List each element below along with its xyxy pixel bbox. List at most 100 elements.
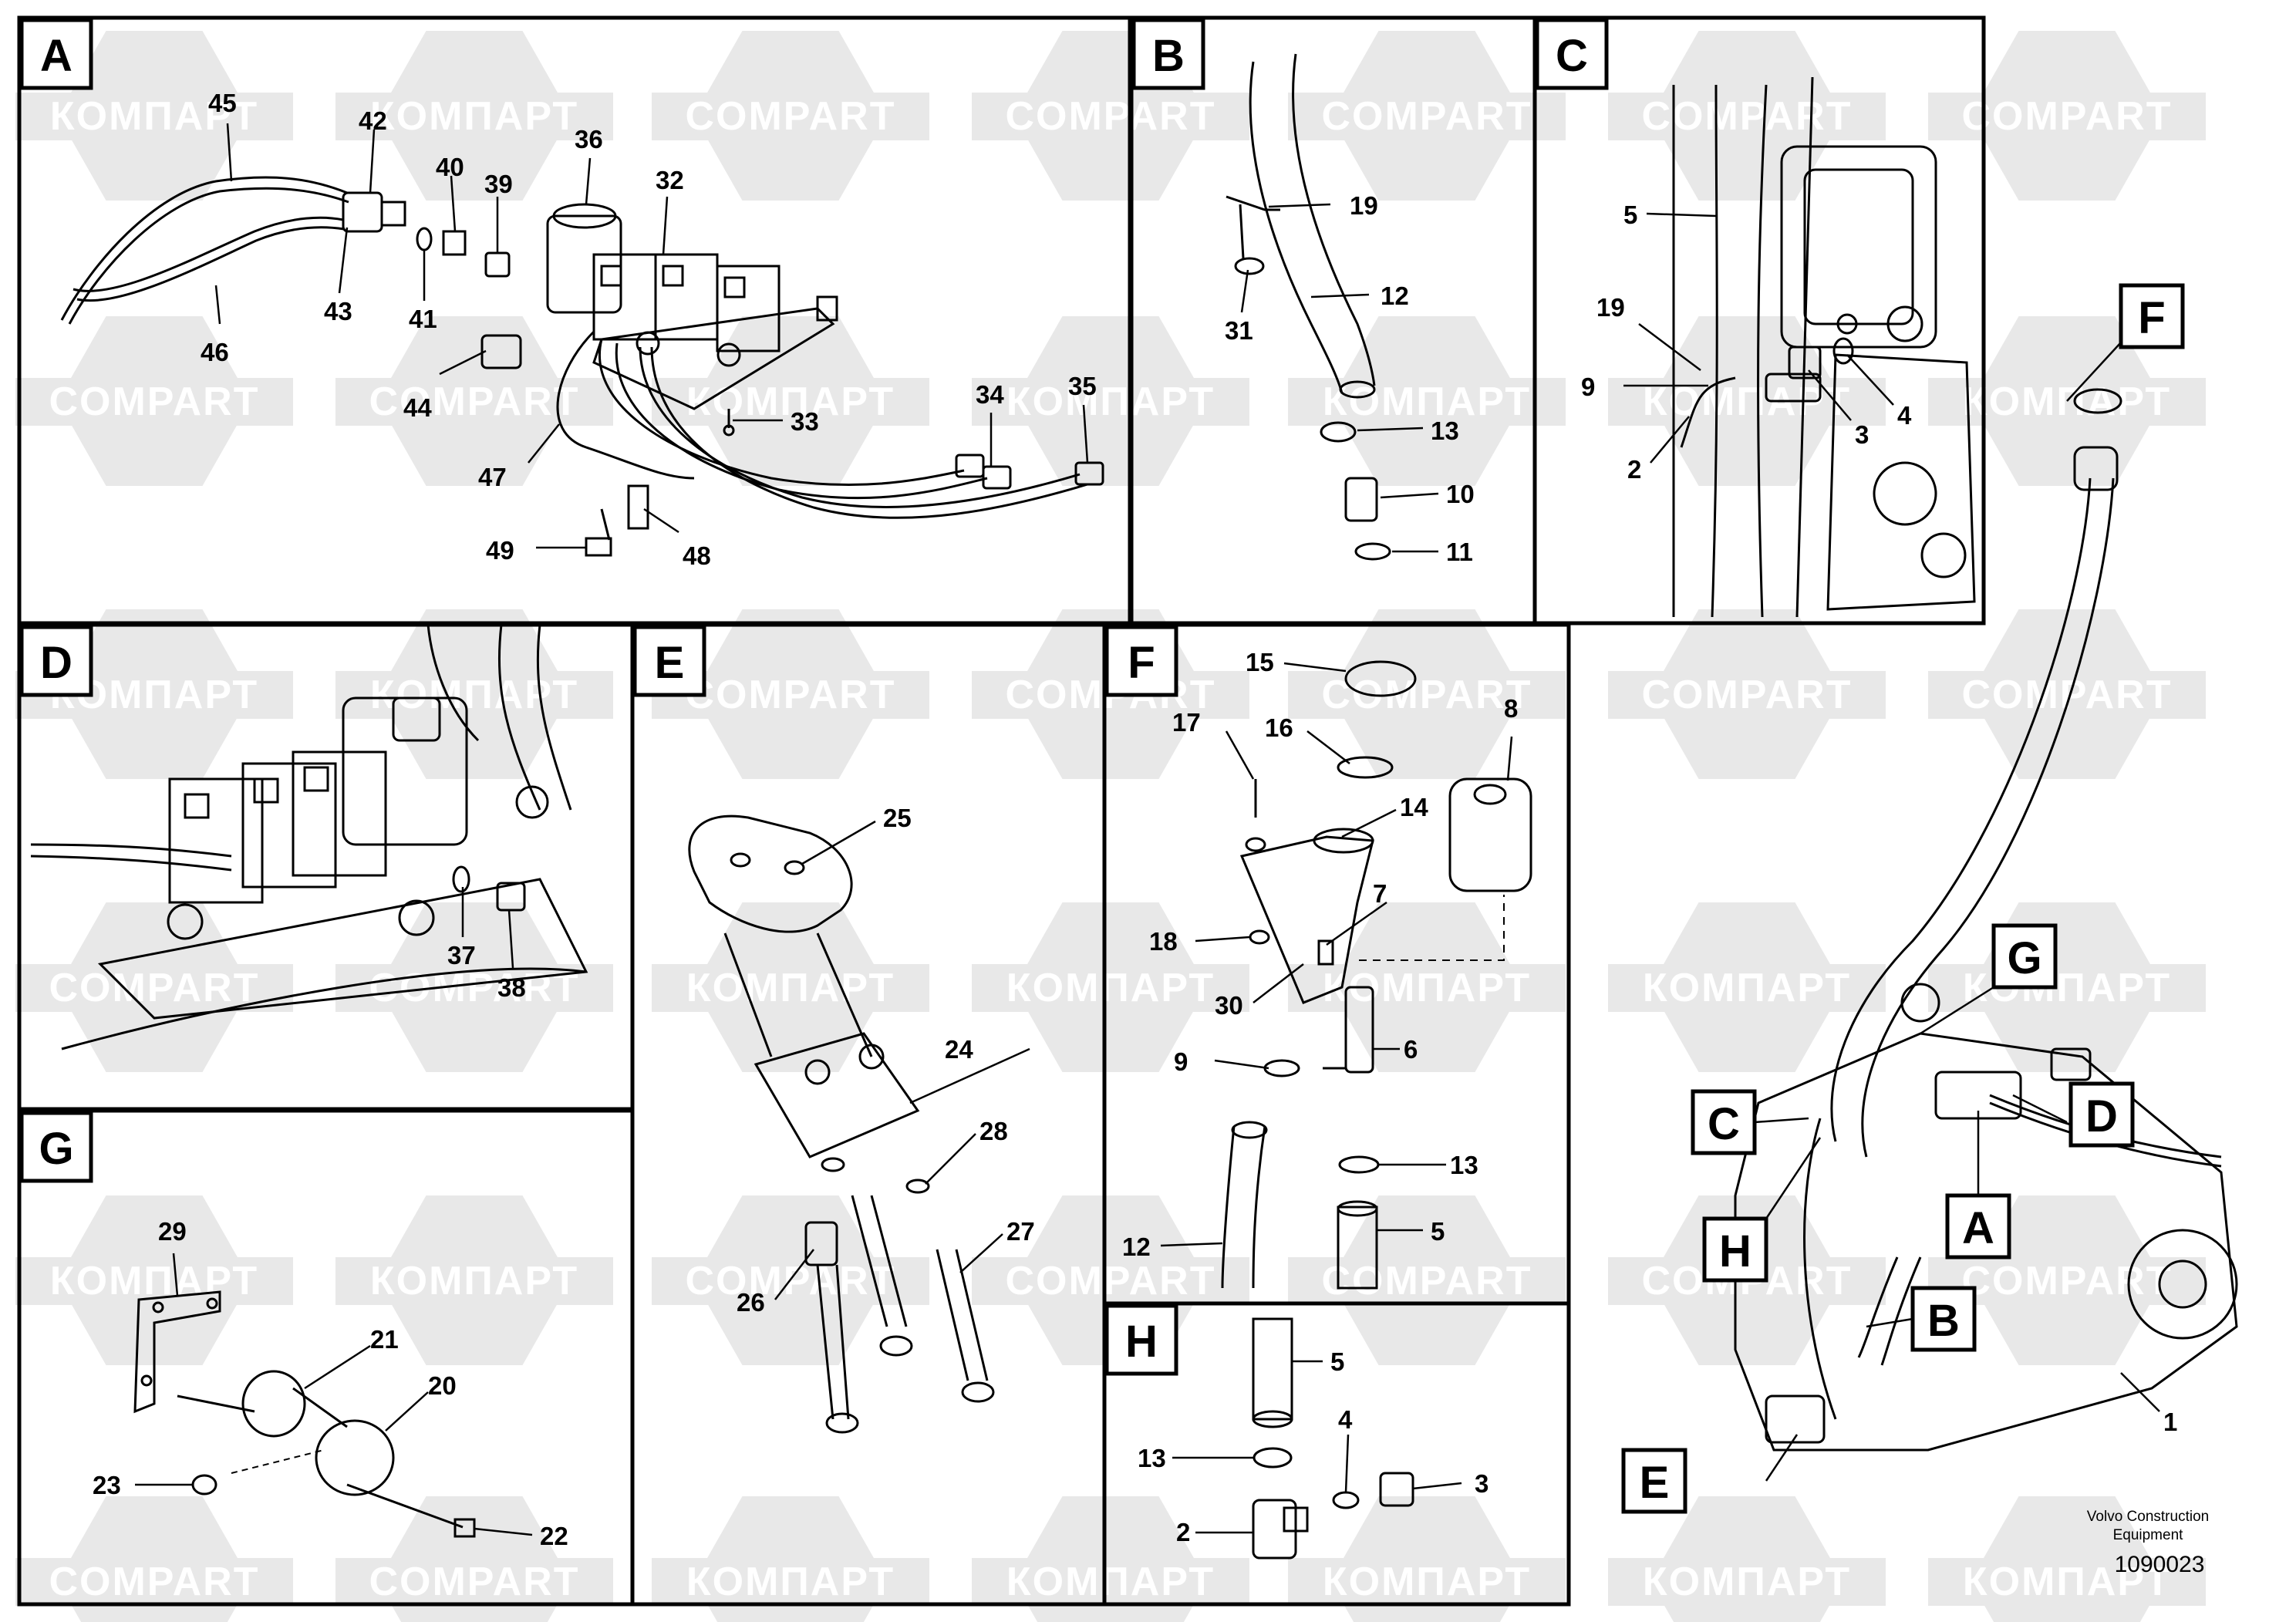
watermark-tile: КОМПАРТ bbox=[1288, 1496, 1566, 1622]
callout-21: 21 bbox=[370, 1325, 399, 1354]
credit-block: Volvo Construction Equipment 1090023 bbox=[2087, 1509, 2209, 1577]
watermark-tile: COMPART bbox=[1288, 609, 1566, 779]
callout-46: 46 bbox=[201, 338, 229, 366]
svg-text:H: H bbox=[1125, 1317, 1158, 1367]
callout-3: 3 bbox=[1475, 1469, 1489, 1498]
callout-13: 13 bbox=[1431, 416, 1459, 445]
watermark-tile: COMPART bbox=[335, 316, 613, 486]
watermark-tile: КОМПАРТ bbox=[1608, 902, 1886, 1072]
watermark-tile: КОМПАРТ bbox=[652, 1496, 929, 1622]
overview-label-g: G bbox=[1991, 923, 2058, 990]
callout-36: 36 bbox=[575, 125, 603, 153]
credit-line-1: Volvo Construction bbox=[2087, 1509, 2209, 1525]
callout-19: 19 bbox=[1350, 191, 1378, 220]
watermark-text: COMPART bbox=[1321, 94, 1532, 139]
watermark-text: COMPART bbox=[1321, 1259, 1532, 1303]
leader-lines bbox=[135, 123, 2160, 1536]
callout-25: 25 bbox=[883, 804, 912, 832]
watermark-text: COMPART bbox=[369, 966, 579, 1010]
callout-42: 42 bbox=[359, 106, 387, 135]
callout-30: 30 bbox=[1215, 991, 1243, 1020]
watermark-text: КОМПАРТ bbox=[370, 1259, 578, 1303]
watermark-tile: COMPART bbox=[15, 316, 293, 486]
callout-12: 12 bbox=[1381, 282, 1409, 310]
callouts-panel-g: 29 21 20 23 22 bbox=[93, 1217, 568, 1550]
watermark-tile: КОМПАРТ bbox=[1608, 316, 1886, 486]
callout-9: 9 bbox=[1581, 373, 1595, 401]
svg-text:C: C bbox=[1556, 31, 1588, 81]
callout-6: 6 bbox=[1404, 1035, 1418, 1064]
watermark-tile: КОМПАРТ bbox=[1928, 902, 2206, 1072]
watermark-tile: COMPART bbox=[652, 609, 929, 779]
callout-22: 22 bbox=[540, 1522, 568, 1550]
watermark-text: КОМПАРТ bbox=[1006, 1560, 1215, 1604]
callout-23: 23 bbox=[93, 1471, 121, 1499]
callout-5: 5 bbox=[1330, 1347, 1344, 1376]
callout-9: 9 bbox=[1174, 1047, 1188, 1076]
watermark-tile: COMPART bbox=[652, 31, 929, 201]
watermark-text: COMPART bbox=[1321, 673, 1532, 717]
watermark-tile: COMPART bbox=[1288, 1195, 1566, 1365]
watermark-tile: КОМПАРТ bbox=[15, 31, 293, 201]
callout-2: 2 bbox=[1627, 455, 1641, 484]
watermark-text: КОМПАРТ bbox=[50, 1259, 258, 1303]
callout-17: 17 bbox=[1172, 708, 1201, 737]
callout-5: 5 bbox=[1623, 201, 1637, 229]
overview-label-h: H bbox=[1702, 1216, 1768, 1283]
callout-38: 38 bbox=[497, 973, 526, 1002]
panel-letter-boxes: A B C D E F G H bbox=[19, 18, 1609, 1376]
watermark-tile: КОМПАРТ bbox=[652, 316, 929, 486]
svg-text:A: A bbox=[40, 31, 72, 81]
watermark-tile: COMPART bbox=[1288, 31, 1566, 201]
callout-49: 49 bbox=[486, 536, 514, 565]
callout-10: 10 bbox=[1446, 480, 1475, 508]
watermark-text: КОМПАРТ bbox=[686, 966, 895, 1010]
callout-1: 1 bbox=[2163, 1408, 2177, 1436]
svg-text:A: A bbox=[1962, 1203, 1994, 1253]
watermark-tile: КОМПАРТ bbox=[335, 31, 613, 201]
panel-d-drawing bbox=[30, 624, 588, 1050]
callout-27: 27 bbox=[1006, 1217, 1035, 1246]
callout-13: 13 bbox=[1450, 1151, 1478, 1179]
callout-8: 8 bbox=[1504, 694, 1518, 723]
callout-47: 47 bbox=[478, 463, 507, 491]
watermark-text: КОМПАРТ bbox=[1323, 1560, 1531, 1604]
svg-text:D: D bbox=[2085, 1091, 2118, 1141]
callout-2: 2 bbox=[1176, 1518, 1190, 1546]
overview-label-b: B bbox=[1910, 1286, 1977, 1352]
svg-text:B: B bbox=[1927, 1296, 1960, 1346]
watermark-text: КОМПАРТ bbox=[1006, 966, 1215, 1010]
watermark-tile: COMPART bbox=[335, 902, 613, 1072]
callouts-panel-b: 19 12 31 13 10 11 bbox=[1225, 191, 1475, 566]
watermark-text: COMPART bbox=[685, 94, 895, 139]
watermark-text: КОМПАРТ bbox=[370, 94, 578, 139]
watermark-text: КОМПАРТ bbox=[1643, 966, 1851, 1010]
panel-frame-h bbox=[1102, 1301, 1571, 1607]
watermark-tile: COMPART bbox=[972, 31, 1249, 201]
panel-letter-f: F bbox=[1104, 625, 1178, 697]
callout-35: 35 bbox=[1068, 372, 1097, 400]
watermark-text: КОМПАРТ bbox=[1323, 379, 1531, 424]
panel-frames bbox=[17, 15, 1986, 1607]
panel-letter-g: G bbox=[19, 1111, 93, 1183]
svg-text:D: D bbox=[40, 638, 72, 688]
watermark-tile: КОМПАРТ bbox=[335, 1195, 613, 1365]
callout-5: 5 bbox=[1431, 1217, 1445, 1246]
watermark-text: КОМПАРТ bbox=[1643, 1560, 1851, 1604]
watermark-text: COMPART bbox=[1005, 1259, 1215, 1303]
panel-h-drawing bbox=[1252, 1317, 1414, 1560]
watermark-text: COMPART bbox=[1641, 673, 1852, 717]
panel-frame-c bbox=[1532, 15, 1986, 626]
watermark-text: COMPART bbox=[1005, 94, 1215, 139]
watermark-text: COMPART bbox=[49, 1560, 259, 1604]
watermark-text: COMPART bbox=[1961, 673, 2172, 717]
watermark-text: КОМПАРТ bbox=[1963, 1560, 2171, 1604]
callout-37: 37 bbox=[447, 941, 476, 969]
watermark-text: COMPART bbox=[1961, 94, 2172, 139]
panel-frame-e bbox=[630, 622, 1107, 1607]
panel-letter-e: E bbox=[632, 625, 706, 697]
callouts-panel-c: 5 19 9 2 3 4 bbox=[1581, 201, 1912, 484]
watermark-text: COMPART bbox=[49, 379, 259, 424]
callout-4: 4 bbox=[1338, 1405, 1353, 1434]
